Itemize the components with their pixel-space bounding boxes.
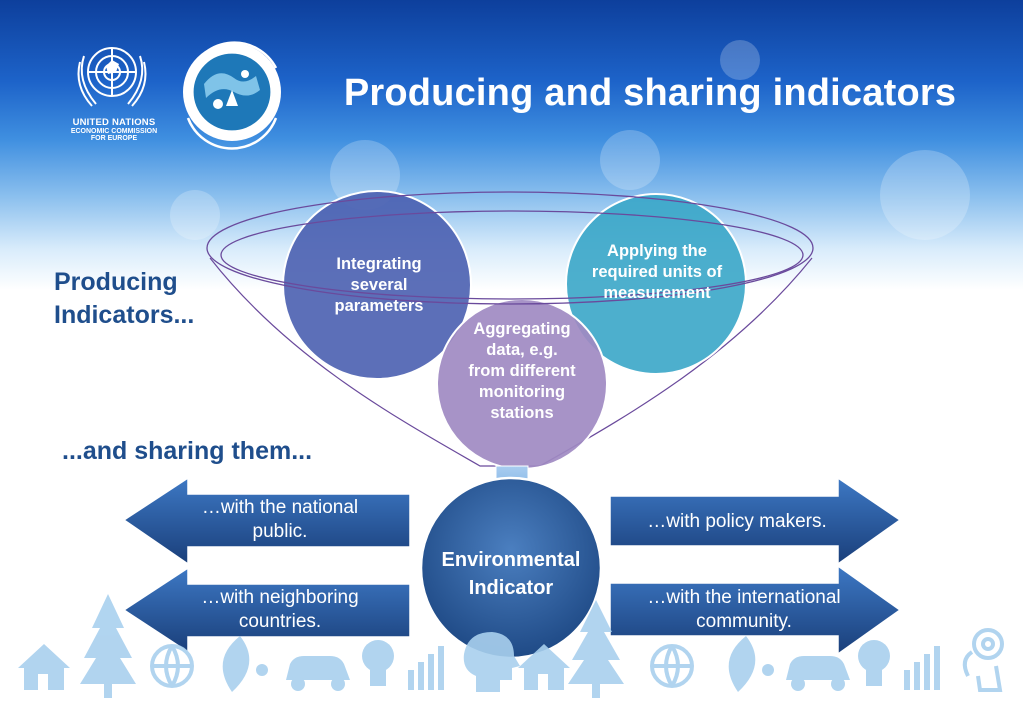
leaf-icon — [222, 636, 268, 692]
circle-applying-label: Applying the required units of measureme… — [591, 242, 723, 302]
house-icon — [18, 644, 70, 690]
sharing-heading: ...and sharing them... — [62, 437, 313, 465]
funnel-rim — [206, 191, 814, 305]
arrow-label-neighboring: …with neighboring countries. — [201, 587, 359, 633]
globe-icon — [150, 644, 194, 688]
producing-heading: Producing Indicators... — [54, 268, 195, 329]
leaf-icon — [728, 636, 774, 692]
house-icon — [518, 644, 570, 690]
un-logo-line2: ECONOMIC COMMISSION — [70, 127, 158, 135]
arrow-right-international — [609, 564, 902, 656]
un-logo-line1: UNITED NATIONS — [72, 117, 156, 128]
globe-icon — [650, 644, 694, 688]
lightbulb-icon — [362, 640, 394, 686]
environmental-indicator-label: Environmental Indicator — [441, 549, 581, 599]
arrow-left-national-public — [122, 476, 411, 566]
chart-icon — [904, 646, 940, 690]
arrow-label-national-public: …with the national public. — [201, 497, 359, 543]
tree-icon — [568, 600, 624, 698]
chart-icon — [408, 646, 444, 690]
arrow-left-neighboring — [122, 566, 411, 654]
un-logo-text: UNITED NATIONS ECONOMIC COMMISSION FOR E… — [54, 118, 174, 143]
bokeh-light — [600, 130, 660, 190]
circle-integrating-label: Integrating several parameters — [334, 255, 424, 315]
bokeh-light — [720, 40, 760, 80]
unece-logo-icon — [183, 41, 281, 150]
bokeh-light — [880, 150, 970, 240]
car-icon — [786, 656, 850, 691]
un-logo-line3: FOR EUROPE — [90, 135, 138, 143]
gear-icon — [962, 628, 1004, 692]
tree-icon — [80, 594, 136, 698]
arrow-label-international: …with the international community. — [647, 587, 841, 633]
sky-background — [0, 0, 1023, 290]
un-emblem-icon — [77, 47, 147, 107]
head-icon — [463, 632, 520, 692]
page-title: Producing and sharing indicators — [343, 72, 957, 114]
bokeh-light — [170, 190, 220, 240]
car-icon — [286, 656, 350, 691]
icon-strip — [18, 594, 1004, 698]
arrow-label-policy-makers: …with policy makers. — [647, 511, 827, 532]
arrow-right-policy-makers — [609, 476, 902, 566]
circle-applying — [565, 193, 747, 375]
circle-aggregating-label: Aggregating data, e.g. from different mo… — [468, 320, 576, 422]
lightbulb-icon — [858, 640, 890, 686]
